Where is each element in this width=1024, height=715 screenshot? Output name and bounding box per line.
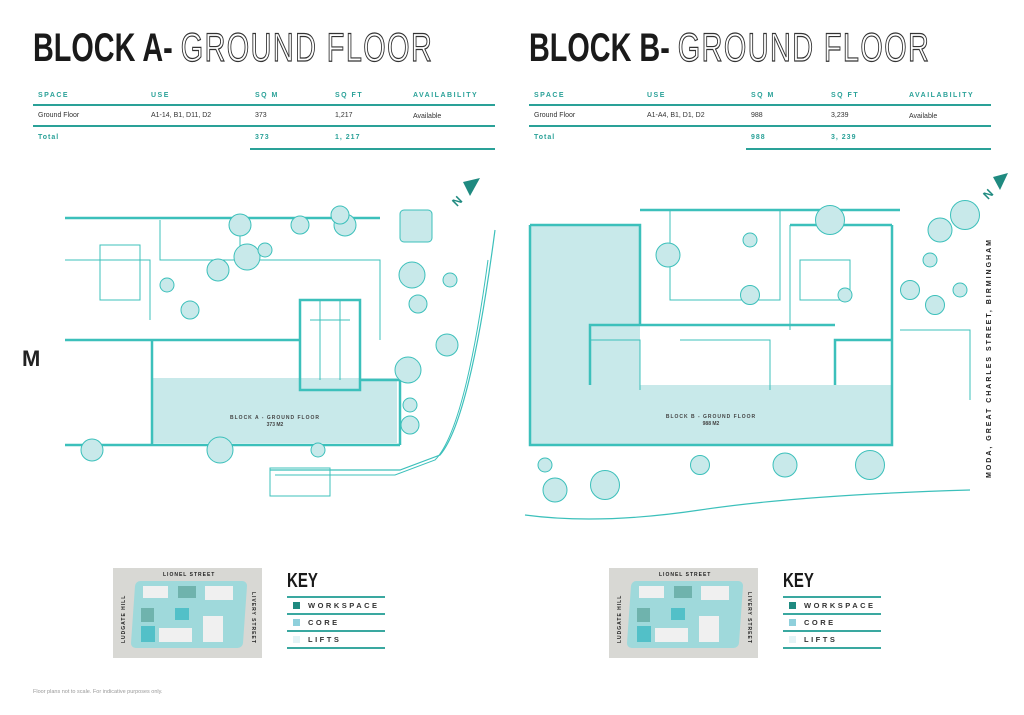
tree-icon [542, 477, 568, 503]
location-map: LIONEL STREET LUDGATE HILL LIVERY STREET [609, 568, 758, 658]
table-total: 1, 217 [335, 134, 361, 141]
table-cell: Available [413, 113, 442, 120]
street-label: LIONEL STREET [163, 572, 216, 578]
tree-icon [159, 277, 175, 293]
tree-icon [400, 415, 420, 435]
swatch-lifts-icon [293, 636, 300, 643]
tree-icon [80, 438, 104, 462]
tree-icon [590, 470, 620, 500]
table-header: SQ FT [831, 92, 860, 99]
location-map: LIONEL STREET LUDGATE HILL LIVERY STREET [113, 568, 262, 658]
tree-icon [257, 242, 273, 258]
key-legend: WORKSPACE CORE LIFTS [287, 596, 385, 651]
tree-icon [922, 252, 938, 268]
availability-table: SPACE USE SQ M SQ FT AVAILABILITY Ground Floo… [33, 92, 495, 152]
table-header: SQ M [751, 92, 775, 99]
block-a-plan: BLOCK A - GROUND FLOOR 373 M2 N [65, 178, 496, 497]
swatch-lifts-icon [789, 636, 796, 643]
tree-icon [742, 232, 758, 248]
table-total: Total [534, 134, 556, 141]
availability-table: SPACE USE SQ M SQ FT AVAILABILITY Ground Floo… [529, 92, 991, 152]
tree-icon [435, 333, 459, 357]
tree-icon [927, 217, 953, 243]
key-title: KEY [287, 570, 318, 592]
swatch-workspace-icon [789, 602, 796, 609]
block-b-plan: BLOCK B - GROUND FLOOR 988 M2 N [524, 173, 1008, 520]
table-total: 3, 239 [831, 134, 857, 141]
key-item: CORE [789, 618, 836, 627]
north-label: N [980, 186, 996, 202]
street-label: LIONEL STREET [659, 572, 712, 578]
tree-icon [837, 287, 853, 303]
tree-icon [442, 272, 458, 288]
tree-icon [855, 450, 885, 480]
tree-icon [233, 243, 261, 271]
tree-icon [740, 285, 760, 305]
tree-icon [690, 455, 710, 475]
tree-icon [290, 215, 310, 235]
tree-icon [206, 258, 230, 282]
tree-icon [330, 205, 350, 225]
table-cell: Ground Floor [38, 112, 80, 119]
block-title: BLOCK A- GROUND FLOOR [33, 26, 434, 70]
block-title: BLOCK B- GROUND FLOOR [529, 26, 931, 70]
tree-icon [310, 442, 326, 458]
tree-icon [952, 282, 968, 298]
table-header: SQ FT [335, 92, 364, 99]
tree-icon [398, 261, 426, 289]
swatch-workspace-icon [293, 602, 300, 609]
tree-icon [815, 205, 845, 235]
footer-note: Floor plans not to scale. For indicative… [33, 689, 163, 695]
plan-label: BLOCK B - GROUND FLOOR [666, 414, 756, 420]
tree-icon [900, 280, 920, 300]
plan-label: BLOCK A - GROUND FLOOR [230, 415, 320, 421]
tree-icon [394, 356, 422, 384]
plan-area: 373 M2 [267, 422, 284, 428]
table-cell: 988 [751, 112, 763, 119]
side-address: MODA, GREAT CHARLES STREET, BIRMINGHAM [986, 238, 993, 478]
table-cell: 373 [255, 112, 267, 119]
key-item: WORKSPACE [293, 601, 380, 610]
table-cell: 1,217 [335, 112, 353, 119]
key-legend: WORKSPACE CORE LIFTS [783, 596, 881, 651]
table-cell: A1-14, B1, D11, D2 [151, 112, 212, 119]
tree-icon [655, 242, 681, 268]
tree-icon [408, 294, 428, 314]
table-header: AVAILABILITY [909, 92, 975, 99]
table-header: SPACE [38, 92, 70, 99]
brand-logo: M [22, 346, 41, 371]
table-total: 373 [255, 134, 270, 141]
north-arrow-icon [993, 173, 1008, 190]
north-arrow-icon [463, 178, 480, 196]
table-cell: Ground Floor [534, 112, 576, 119]
key-item: WORKSPACE [789, 601, 876, 610]
key-title: KEY [783, 570, 814, 592]
table-header: SQ M [255, 92, 279, 99]
key-item: CORE [293, 618, 340, 627]
tree-icon [772, 452, 798, 478]
tree-icon [402, 397, 418, 413]
table-header: SPACE [534, 92, 566, 99]
tree-icon [537, 457, 553, 473]
table-cell: A1-A4, B1, D1, D2 [647, 112, 705, 119]
table-cell: Available [909, 113, 938, 120]
table-header: USE [647, 92, 666, 99]
tree-icon [950, 200, 980, 230]
table-total: 988 [751, 134, 766, 141]
tree-icon [925, 295, 945, 315]
swatch-core-icon [293, 619, 300, 626]
tree-icon [228, 213, 252, 237]
table-cell: 3,239 [831, 112, 849, 119]
key-item: LIFTS [293, 635, 341, 644]
table-total: Total [38, 134, 60, 141]
key-item: LIFTS [789, 635, 837, 644]
north-label: N [449, 193, 465, 209]
plan-area: 988 M2 [703, 421, 720, 427]
tree-icon [180, 300, 200, 320]
swatch-core-icon [789, 619, 796, 626]
tree-icon [206, 436, 234, 464]
table-header: USE [151, 92, 170, 99]
table-header: AVAILABILITY [413, 92, 479, 99]
